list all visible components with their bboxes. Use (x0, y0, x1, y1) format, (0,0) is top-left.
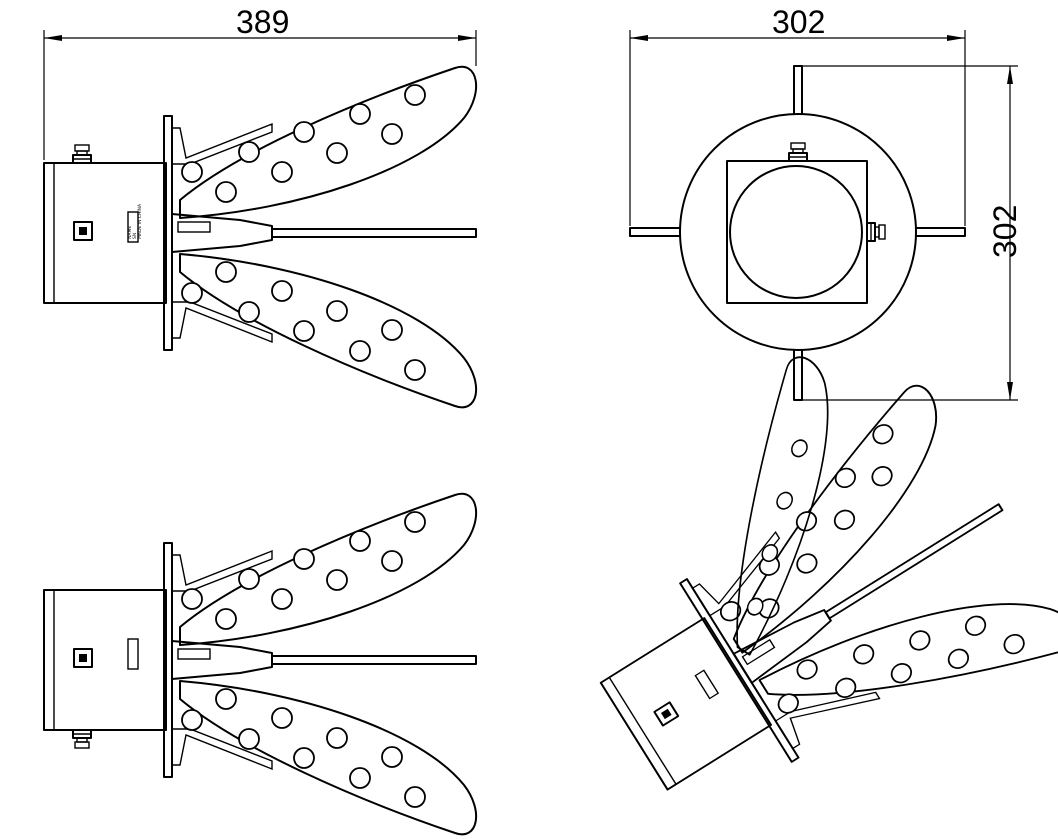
side-view-bottom-left (44, 494, 476, 835)
svg-text:SN: SN (132, 233, 138, 239)
top-connector (72, 144, 92, 164)
arm-bottom (793, 345, 803, 401)
bottom-connector (72, 729, 92, 749)
dimension-389-label: 389 (236, 4, 289, 40)
isometric-extra-wings (646, 351, 900, 656)
dimension-302-vertical: 302 (802, 65, 1023, 401)
dimension-389: 389 (43, 4, 477, 160)
arm-left (629, 227, 687, 237)
arm-top (793, 65, 803, 119)
top-view (629, 65, 966, 401)
svg-text:MADE IN CHINA: MADE IN CHINA (137, 203, 143, 239)
dimension-302-vertical-label: 302 (987, 205, 1023, 258)
aperture-circle (729, 165, 863, 299)
label-plate-text: NAME SN MADE IN CHINA (127, 203, 143, 239)
svg-text:NAME: NAME (127, 226, 133, 239)
dimension-302-horizontal: 302 (629, 4, 966, 226)
arm-right (910, 227, 966, 237)
side-view-top-left: NAME SN MADE IN CHINA (44, 67, 476, 408)
flange-circle (679, 113, 917, 351)
dimension-302-horizontal-label: 302 (772, 4, 825, 40)
